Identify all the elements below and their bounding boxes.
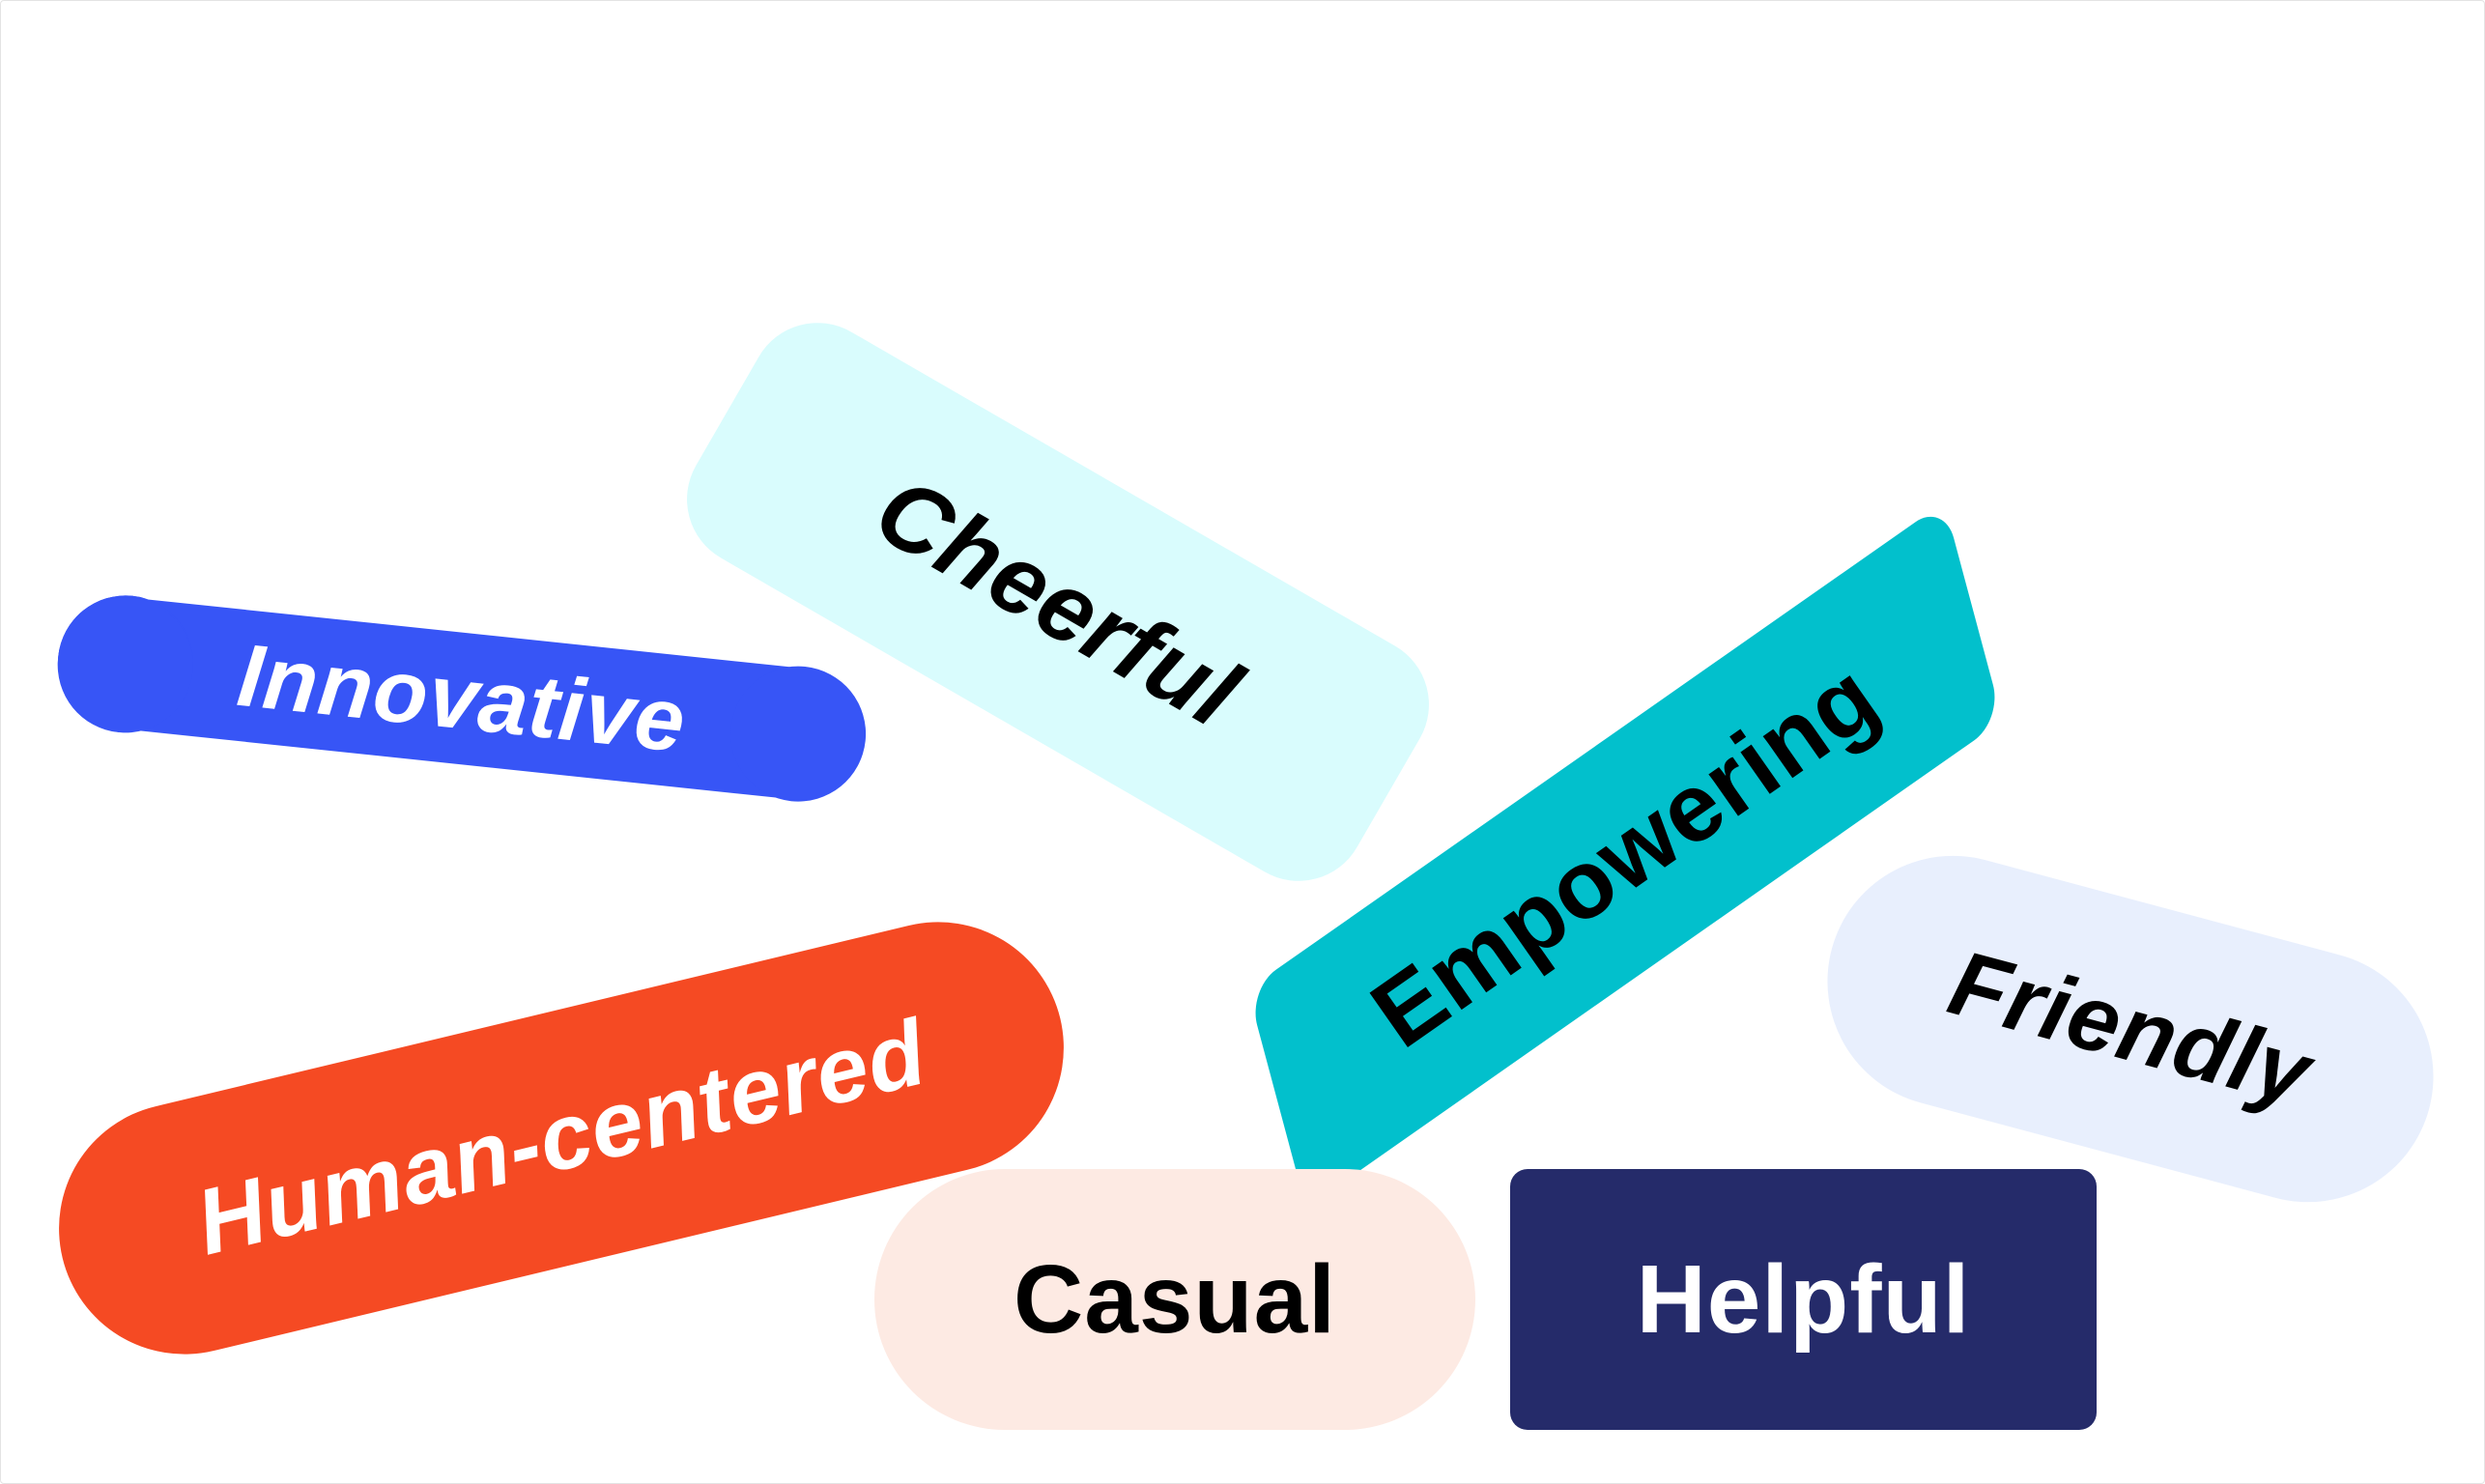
tag-casual: Casual xyxy=(874,1169,1475,1430)
tag-casual-label: Casual xyxy=(1014,1244,1336,1354)
tag-helpful-label: Helpful xyxy=(1636,1244,1971,1354)
tag-helpful: Helpful xyxy=(1510,1169,2097,1430)
tag-friendly-label: Friendly xyxy=(1939,930,2323,1127)
